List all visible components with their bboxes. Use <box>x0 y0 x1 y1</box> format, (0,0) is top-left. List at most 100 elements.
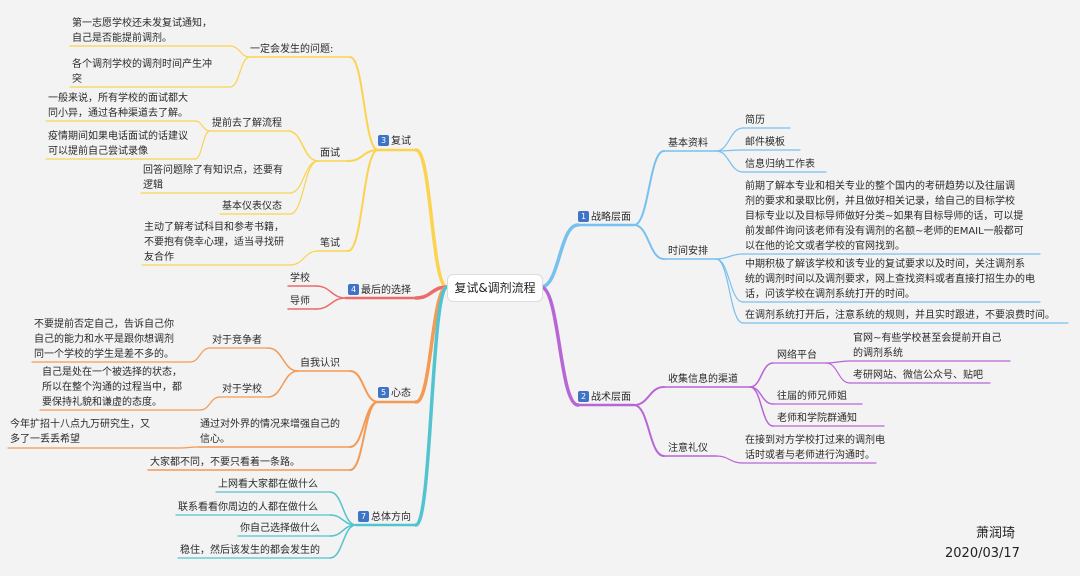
node-mianshi-2[interactable]: 回答问题除了有知识点，还要有 逻辑 <box>143 165 283 191</box>
link-curve <box>349 370 379 403</box>
link-curve <box>267 347 299 372</box>
link-curve <box>229 56 251 88</box>
branch-label: 战术层面 <box>591 392 631 403</box>
node-ziwo[interactable]: 自我认识 <box>300 358 340 369</box>
node-shijian[interactable]: 时间安排 <box>668 246 708 257</box>
link-curve <box>194 130 211 160</box>
link-curve <box>715 127 744 152</box>
node-youjian[interactable]: 邮件模板 <box>745 137 785 148</box>
node-yiding-2[interactable]: 各个调剂学校的调剂时间产生冲 突 <box>72 59 212 85</box>
branch-label: 最后的选择 <box>361 285 411 296</box>
node-daoshi[interactable]: 导师 <box>290 296 310 307</box>
node-jiben[interactable]: 基本资料 <box>668 138 708 149</box>
node-shijian-1[interactable]: 前期了解本专业和相关专业的整个国内的考研趋势以及往届调 剂的要求和录取比例，并且… <box>745 181 1024 252</box>
node-bishi[interactable]: 笔试 <box>320 238 340 249</box>
link-curve <box>749 386 774 405</box>
branch-label: 复试 <box>391 136 411 147</box>
node-yiding[interactable]: 一定会发生的问题: <box>250 44 334 55</box>
link-curve <box>287 130 319 162</box>
root-node[interactable]: 复试&调剂流程 <box>447 274 543 302</box>
node-tongguo-1[interactable]: 今年扩招十八点九万研究生，又 多了一丢丢希望 <box>10 419 150 445</box>
node-tiqian-2[interactable]: 疫情期间如果电话面试的话建议 可以提前自己尝试录像 <box>48 131 188 157</box>
link-curve <box>349 56 379 151</box>
link-curve <box>715 253 744 260</box>
link-curve <box>715 258 744 303</box>
badge-5: 5 <box>378 387 389 398</box>
node-kaoyan[interactable]: 考研网站、微信公众号、贴吧 <box>853 370 983 381</box>
link-curve <box>194 120 211 132</box>
link-curve <box>633 404 665 457</box>
node-tongguo[interactable]: 通过对外界的情况来增强自己的 信心。 <box>200 419 340 445</box>
link-curve <box>414 148 449 289</box>
node-xinxi[interactable]: 信息归纳工作表 <box>745 159 815 170</box>
badge-4: 4 <box>348 284 359 295</box>
link-curve <box>633 386 665 406</box>
node-liyi-1[interactable]: 在接到对方学校打过来的调剂电 话时或者与老师进行沟通时。 <box>745 435 885 461</box>
node-liyi[interactable]: 注意礼仪 <box>668 443 708 454</box>
link-curve <box>825 360 851 364</box>
node-mianshi[interactable]: 面试 <box>320 148 340 159</box>
node-shijian-2[interactable]: 中期积极了解该学校和该专业的复试要求以及时间，关注调剂系 统的调剂时间以及调剂要… <box>745 259 1035 300</box>
node-duixuexiao[interactable]: 对于学校 <box>222 384 262 395</box>
link-curve <box>179 446 199 449</box>
node-zongti-a[interactable]: 上网看大家都在做什么 <box>218 479 318 490</box>
node-laoshi[interactable]: 老师和学院群通知 <box>777 413 857 424</box>
date: 2020/03/17 <box>945 546 1020 561</box>
link-curve <box>289 160 319 215</box>
link-curve <box>715 150 744 173</box>
link-curve <box>715 258 744 324</box>
branch-label: 心态 <box>391 388 411 399</box>
node-tiqian[interactable]: 提前去了解流程 <box>212 118 282 129</box>
node-jingzheng-1[interactable]: 不要提前否定自己，告诉自己你 自己的能力和水平是跟你想调剂 同一个学校的学生是差… <box>34 319 174 360</box>
link-curve <box>329 524 357 559</box>
link-curve <box>189 347 211 363</box>
link-curve <box>315 297 347 310</box>
link-curve <box>347 149 379 252</box>
badge-7: 7 <box>358 511 369 522</box>
link-curve <box>349 401 379 471</box>
link-curve <box>749 362 774 388</box>
author: 萧润琦 <box>976 526 1016 541</box>
node-bishi-1[interactable]: 主动了解考试科目和参考书籍， 不要抱有侥幸心理，适当寻找研 友合作 <box>144 222 284 263</box>
link-curve <box>715 455 744 464</box>
node-zongti-c[interactable]: 你自己选择做什么 <box>240 523 320 534</box>
node-zongti-d[interactable]: 稳住，然后该发生的都会发生的 <box>180 545 320 556</box>
link-curve <box>414 285 449 527</box>
branch-label: 总体方向 <box>371 512 411 523</box>
node-xuexiao[interactable]: 学校 <box>290 273 310 284</box>
link-curve <box>199 396 221 411</box>
link-curve <box>289 250 319 266</box>
node-duixuexiao-1[interactable]: 自己是处在一个被选择的状态， 所以在整个沟通的过程当中，都 要保持礼貌和谦虚的态… <box>42 367 182 408</box>
node-mianshi-3[interactable]: 基本仪表仪态 <box>222 201 282 212</box>
link-curve <box>749 386 774 427</box>
node-yiding-1[interactable]: 第一志愿学校还未发复试通知， 自己是否能提前调剂。 <box>72 18 212 44</box>
node-wangjie[interactable]: 往届的师兄师姐 <box>777 391 847 402</box>
link-curve <box>315 285 347 299</box>
node-jingzheng[interactable]: 对于竞争者 <box>212 335 262 346</box>
node-jianli[interactable]: 简历 <box>745 115 765 126</box>
branch-label: 战略层面 <box>591 212 631 223</box>
link-curve <box>539 223 580 289</box>
link-curve <box>229 45 251 58</box>
node-zongti-b[interactable]: 联系看看你周边的人都在做什么 <box>178 502 318 513</box>
badge-1: 1 <box>578 211 589 222</box>
link-curve <box>633 150 665 226</box>
node-tiqian-1[interactable]: 一般来说，所有学校的面试都大 同小异，通过各种渠道去了解。 <box>48 93 188 119</box>
link-curve <box>633 224 665 260</box>
link-curve <box>825 362 851 384</box>
node-shouji[interactable]: 收集信息的渠道 <box>668 374 738 385</box>
node-guanwang[interactable]: 官网~有些学校甚至会提前开自己 的调剂系统 <box>853 333 1002 359</box>
node-dajia[interactable]: 大家都不同，不要只看着一条路。 <box>150 457 300 468</box>
node-shijian-3[interactable]: 在调剂系统打开后，注意系统的规则，并且实时跟进，不要浪费时间。 <box>745 310 1055 321</box>
node-wangluo[interactable]: 网络平台 <box>777 350 817 361</box>
link-curve <box>347 149 379 162</box>
badge-2: 2 <box>578 391 589 402</box>
